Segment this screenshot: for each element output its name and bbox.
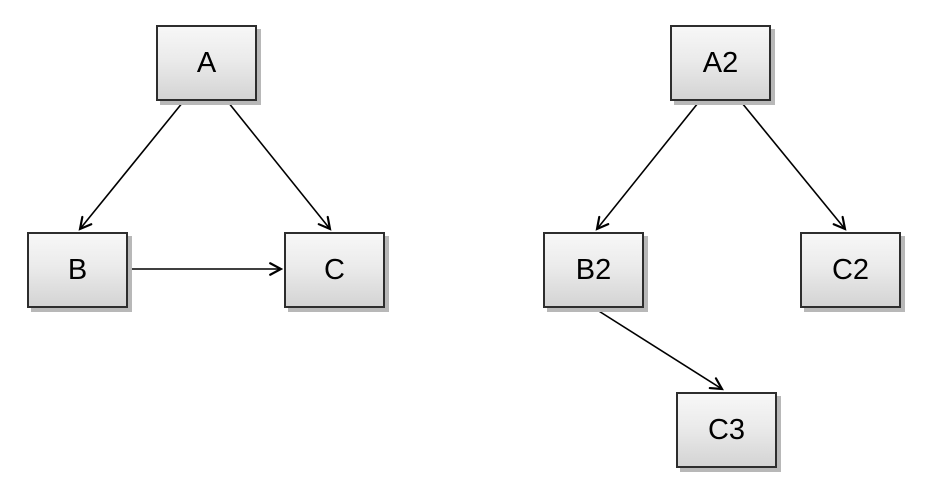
- node-C[interactable]: C: [284, 232, 385, 308]
- node-C3-label: C3: [707, 413, 746, 446]
- node-B2-label: B2: [575, 253, 612, 286]
- node-C2-label: C2: [831, 253, 870, 286]
- edge-A-to-C: [227, 101, 330, 229]
- edge-A-to-B: [80, 101, 184, 229]
- node-B-label: B: [67, 253, 88, 286]
- node-A2[interactable]: A2: [670, 25, 771, 101]
- node-A[interactable]: A: [156, 25, 257, 101]
- node-C-label: C: [324, 253, 345, 286]
- node-C3[interactable]: C3: [676, 392, 777, 468]
- edge-B2-to-C3: [593, 307, 722, 389]
- node-C2[interactable]: C2: [800, 232, 901, 308]
- node-A-label: A: [196, 46, 217, 79]
- node-B2[interactable]: B2: [543, 232, 644, 308]
- node-A2-label: A2: [702, 46, 739, 79]
- edge-A2-to-C2: [741, 102, 845, 229]
- edge-A2-to-B2: [597, 102, 699, 229]
- node-B[interactable]: B: [27, 232, 128, 308]
